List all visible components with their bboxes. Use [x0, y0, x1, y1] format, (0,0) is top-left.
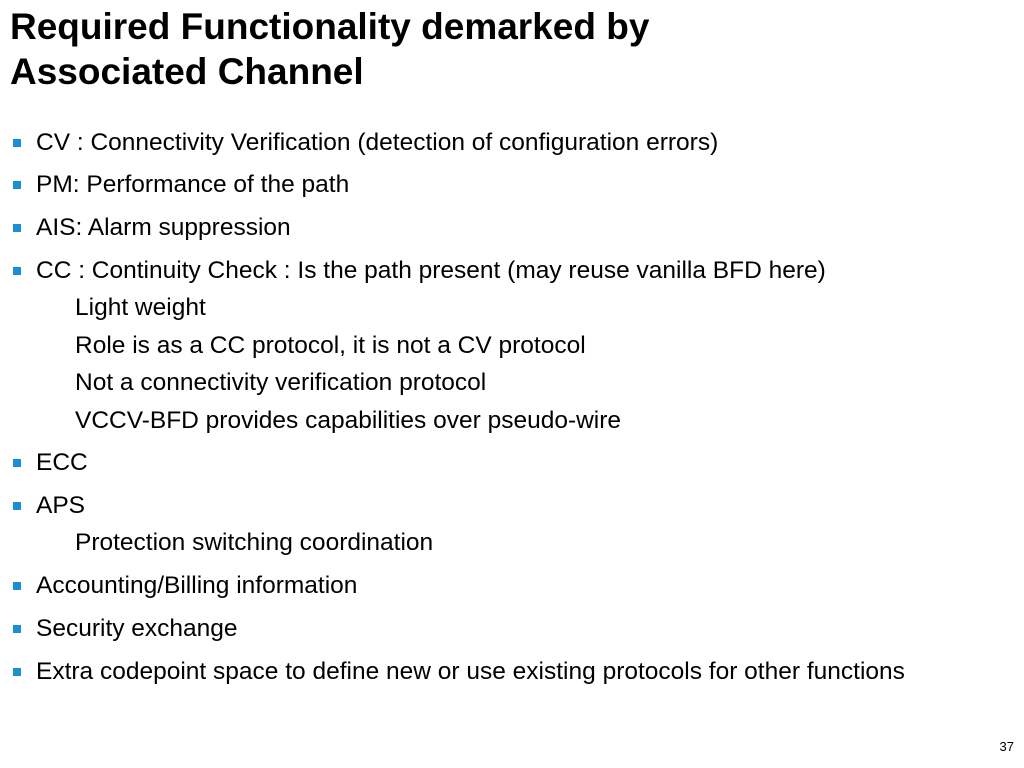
bullet-marker-icon: [13, 625, 21, 633]
bullet-item: AIS: Alarm suppression: [36, 214, 291, 241]
bullet-marker-icon: [13, 459, 21, 467]
bullet-marker-icon: [13, 267, 21, 275]
bullet-item: ECC: [36, 449, 88, 476]
page-number: 37: [999, 739, 1014, 754]
bullet-marker-icon: [13, 224, 21, 232]
bullet-item: Accounting/Billing information: [36, 572, 358, 599]
bullet-marker-icon: [13, 181, 21, 189]
title-line-2: Associated Channel: [10, 51, 364, 92]
sub-item: VCCV-BFD provides capabilities over pseu…: [75, 407, 622, 434]
bullet-item: APS: [36, 492, 86, 519]
bullet-marker-icon: [13, 502, 21, 510]
sub-item: Role is as a CC protocol, it is not a CV…: [75, 332, 586, 359]
sub-item: Not a connectivity verification protocol: [75, 369, 487, 396]
bullet-item: Security exchange: [36, 615, 238, 642]
bullet-item: PM: Performance of the path: [36, 171, 350, 198]
bullet-marker-icon: [13, 668, 21, 676]
bullet-item: CV : Connectivity Verification (detectio…: [36, 129, 719, 156]
sub-item: Light weight: [75, 294, 206, 321]
bullet-marker-icon: [13, 139, 21, 147]
bullet-item: CC : Continuity Check : Is the path pres…: [36, 257, 826, 284]
title-line-1: Required Functionality demarked by: [10, 6, 650, 47]
slide-title: Required Functionality demarked by Assoc…: [10, 4, 1010, 94]
bullet-marker-icon: [13, 582, 21, 590]
bullet-item: Extra codepoint space to define new or u…: [36, 658, 905, 685]
sub-item: Protection switching coordination: [75, 529, 434, 556]
